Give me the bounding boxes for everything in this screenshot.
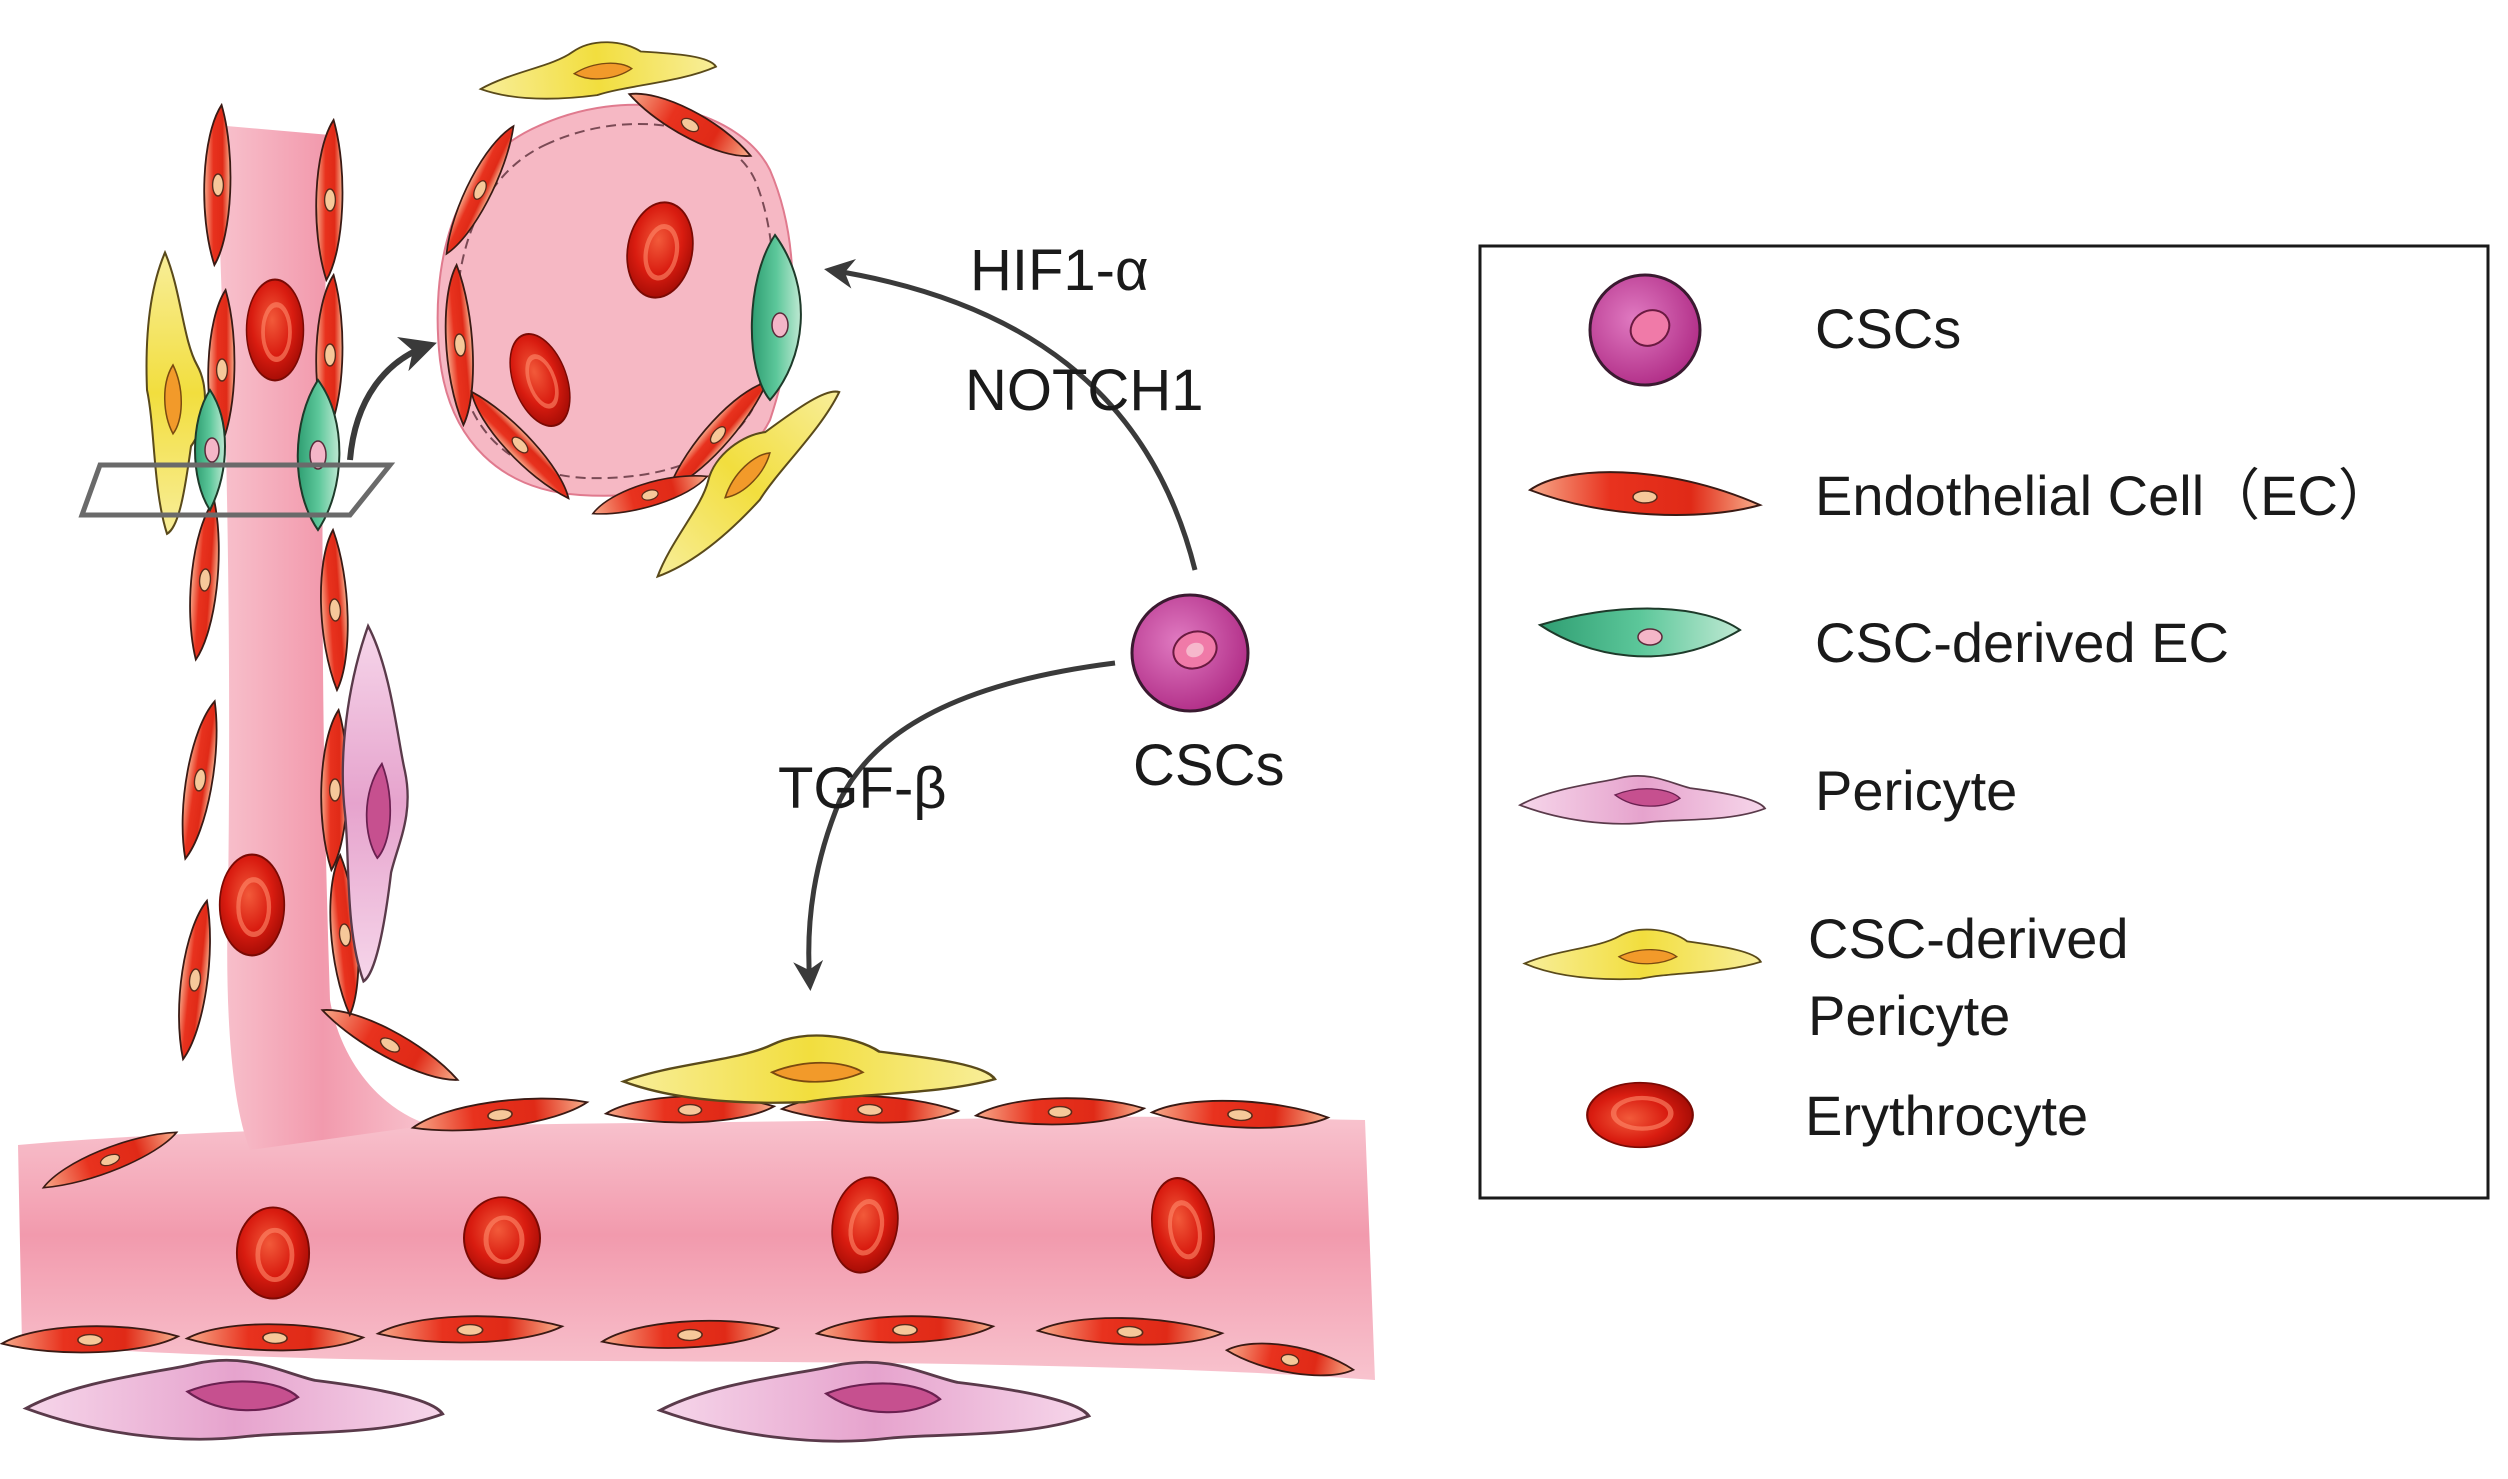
legend-label-csc-derived-ec: CSC-derived EC: [1815, 611, 2229, 674]
legend-label-endothelial-cell: Endothelial Cell（EC）: [1815, 464, 2394, 527]
notch1-label: NOTCH1: [965, 358, 1203, 423]
vertical-vessel: [215, 125, 430, 1150]
legend-label-cscs: CSCs: [1815, 297, 1961, 360]
csc-derived-cells-vertical: [145, 251, 341, 535]
csc-cell: [1130, 593, 1250, 713]
pericyte-vertical: [341, 624, 410, 983]
cscs-label: CSCs: [1133, 733, 1284, 798]
cross-section-vessel: [436, 31, 855, 591]
pericytes-bottom: [24, 1358, 1091, 1443]
horizontal-vessel: [18, 1116, 1375, 1380]
legend-erythrocyte-icon: [1587, 1083, 1693, 1148]
cross-section-arrow: [347, 337, 437, 461]
legend: CSCs Endothelial Cell（EC） CSC-derived EC…: [1478, 244, 2490, 1200]
hif1a-notch1-arrow: [824, 258, 1198, 571]
legend-box: [1478, 244, 2490, 1200]
legend-label-csc-derived-pericyte-line1: CSC-derived: [1808, 907, 2129, 970]
legend-csc-derived-ec-icon: [1537, 607, 1742, 658]
legend-label-csc-derived-pericyte-line2: Pericyte: [1808, 984, 2010, 1047]
legend-csc-icon: [1588, 273, 1702, 387]
tgfb-label: TGF-β: [778, 756, 947, 821]
hif1a-label: HIF1-α: [970, 238, 1149, 303]
tgfb-arrow: [793, 660, 1116, 991]
cross-section-plane: [78, 462, 396, 518]
legend-label-pericyte: Pericyte: [1815, 759, 2017, 822]
csc-derived-pericyte-horizontal: [621, 1033, 997, 1105]
legend-endothelial-cell-icon: [1527, 471, 1763, 516]
legend-label-erythrocyte: Erythrocyte: [1805, 1084, 2088, 1147]
